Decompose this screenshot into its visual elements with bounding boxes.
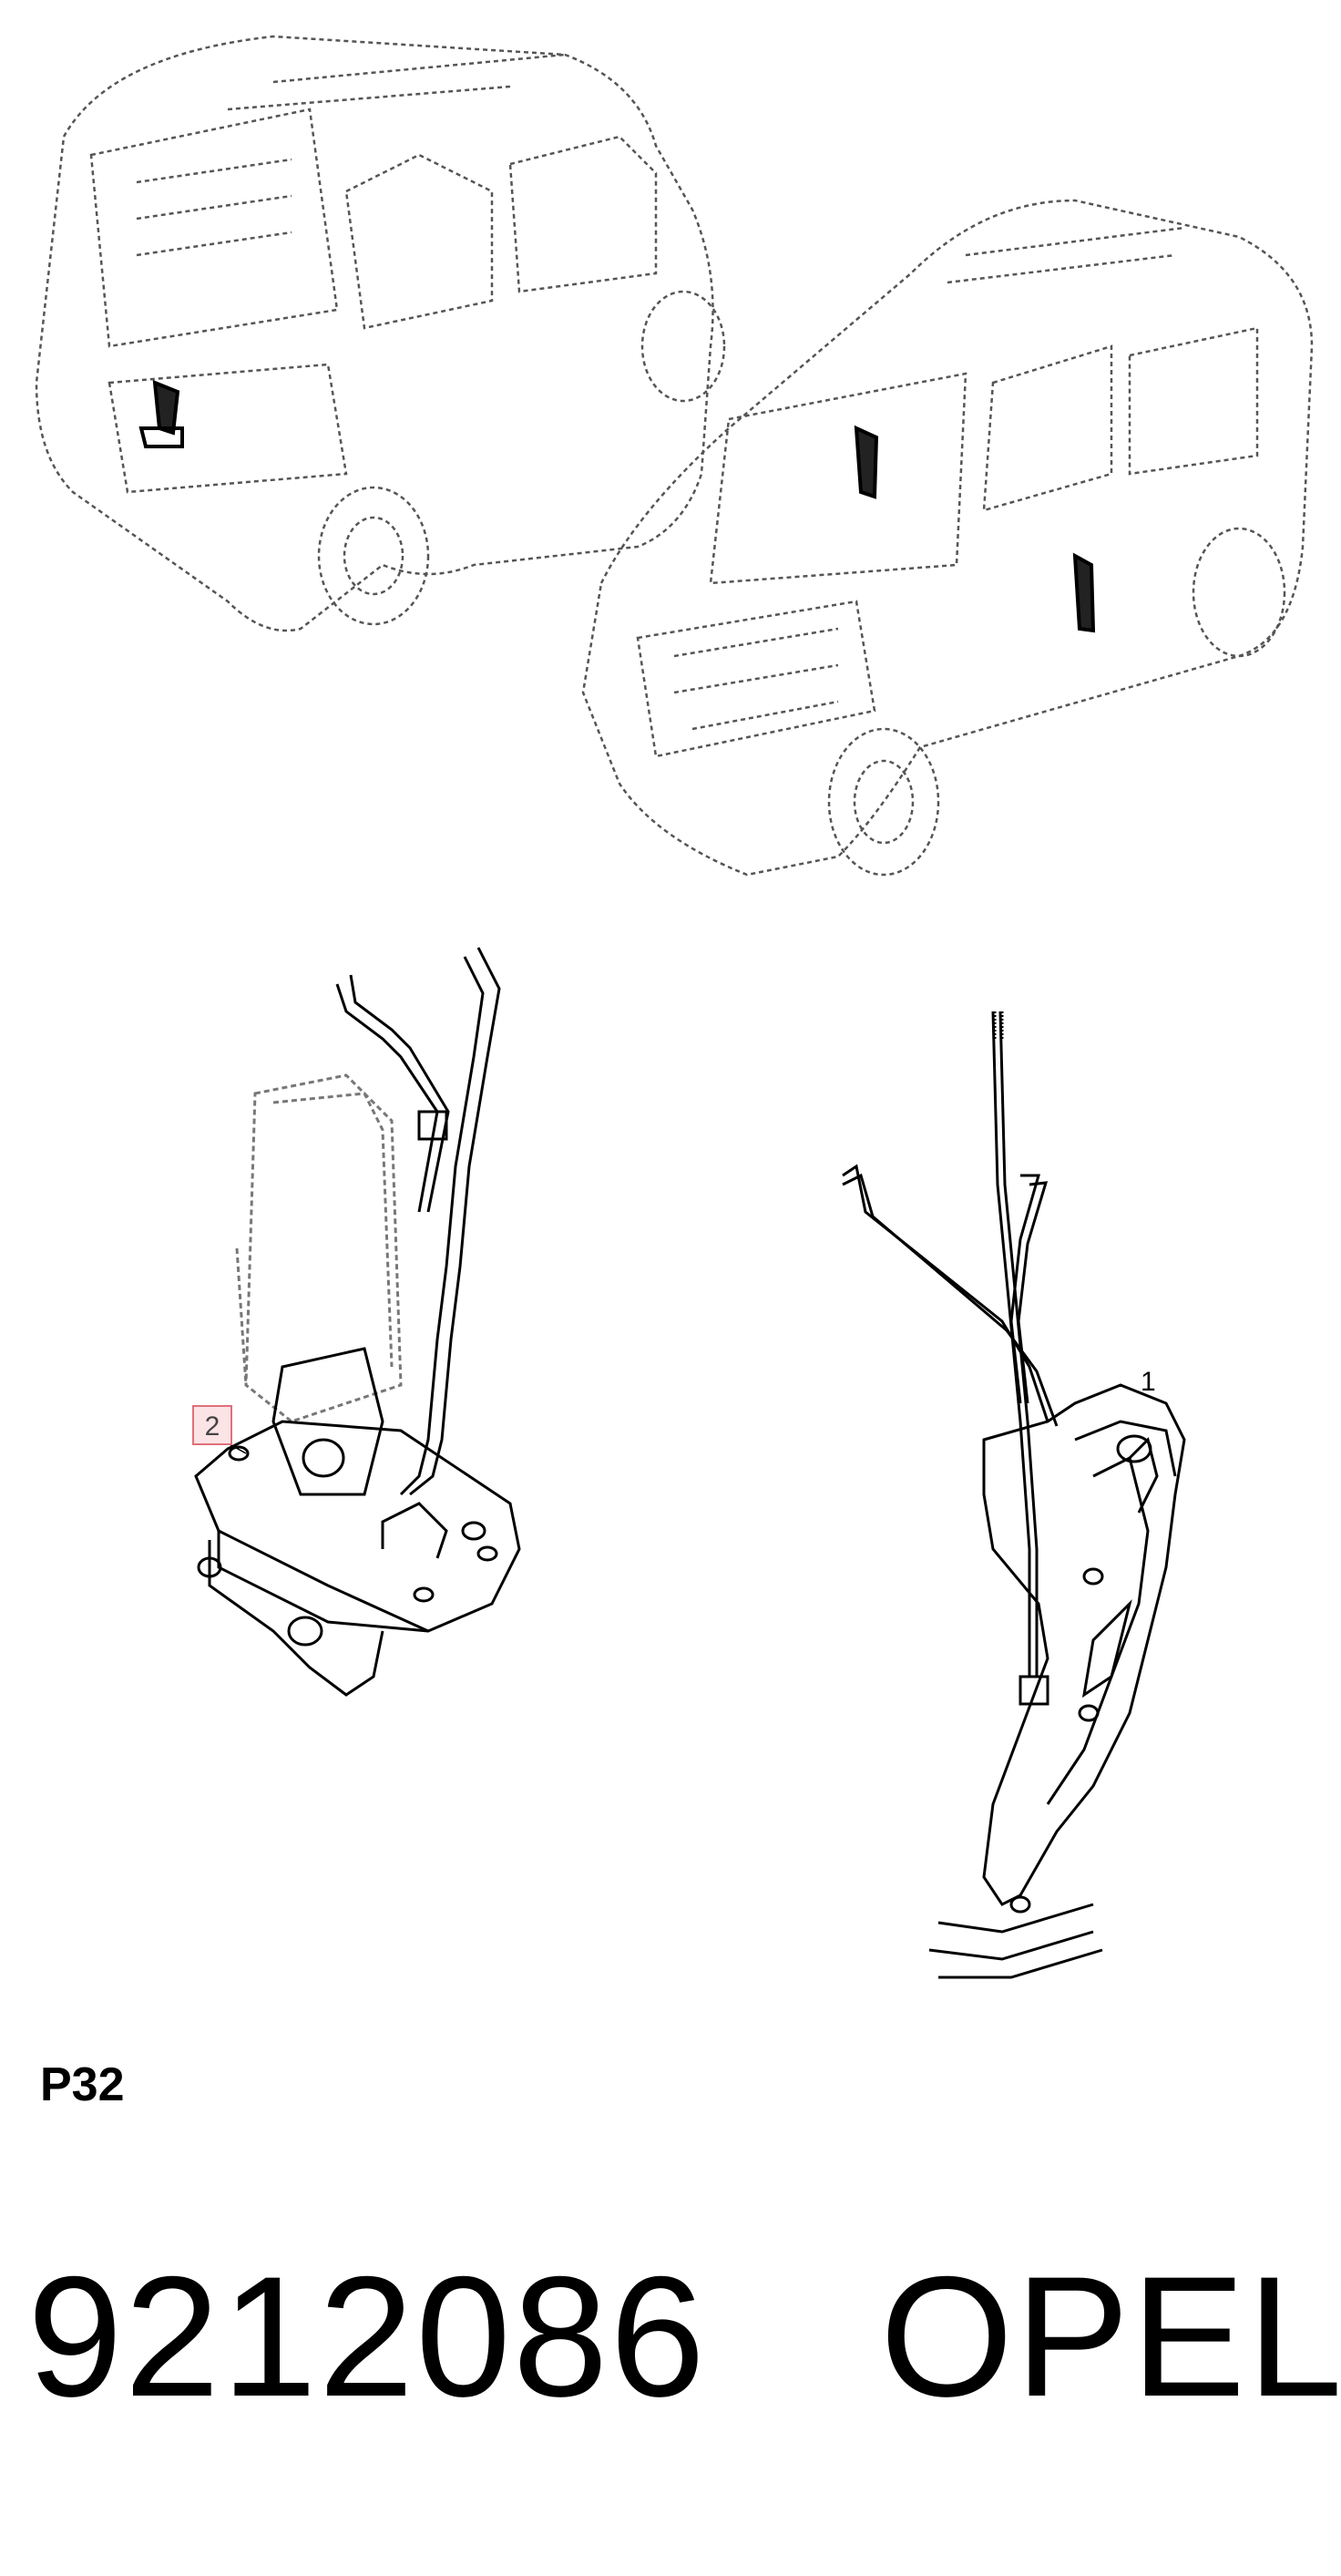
brand-name: OPEL — [880, 2241, 1341, 2432]
vehicle-rear-view — [35, 35, 726, 632]
vehicle-front-view — [581, 199, 1314, 877]
callout-label-1[interactable]: 1 — [1141, 1367, 1156, 1397]
callout-label-2[interactable]: 2 — [192, 1405, 232, 1445]
lock-actuator-drawing — [194, 947, 521, 1697]
part-number: 9212086 — [27, 2241, 707, 2432]
callout-2-leader — [229, 1443, 247, 1454]
rear-latch-highlight — [138, 379, 184, 448]
door-latch-drawing — [842, 1011, 1186, 1979]
page-reference: P32 — [40, 2058, 125, 2111]
front-latch-highlight — [854, 425, 1096, 633]
